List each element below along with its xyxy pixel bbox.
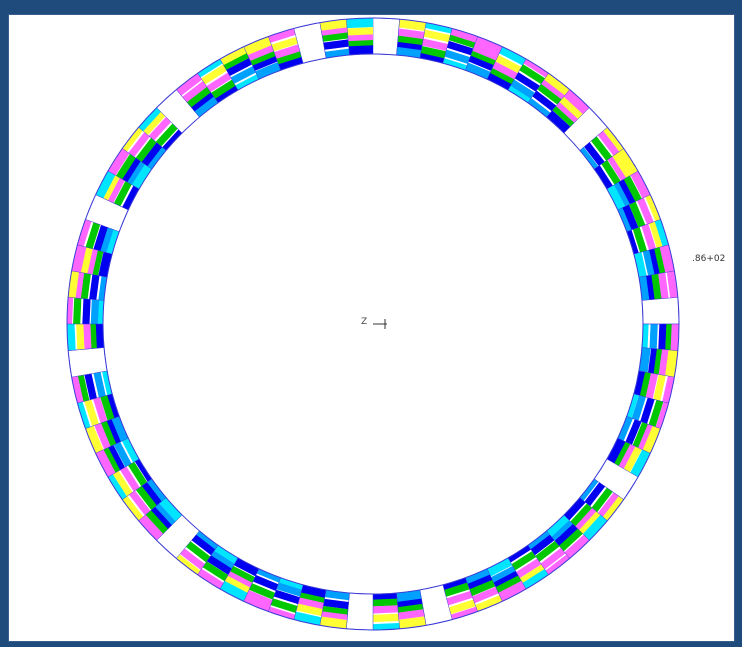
- ring-segment-blank: [372, 17, 400, 56]
- ring-segment: [77, 219, 120, 255]
- ring-segment: [579, 127, 624, 170]
- ring-segment: [487, 557, 527, 602]
- inner-ring-outline: [102, 53, 644, 595]
- ring-segment: [606, 170, 651, 210]
- ring-segment: [268, 28, 304, 71]
- ring-segment: [442, 28, 478, 71]
- outer-ring-outline: [66, 17, 680, 631]
- ring-segment: [95, 171, 140, 211]
- ring-segment: [396, 589, 427, 629]
- ring-segment: [71, 244, 113, 278]
- ring-segment: [486, 46, 526, 91]
- ring-segment: [396, 19, 427, 59]
- ring-segment: [122, 478, 167, 521]
- ring-segment: [626, 393, 669, 429]
- ring-segment: [546, 89, 590, 134]
- z-axis-label: Z: [361, 317, 367, 327]
- ring-segment: [67, 324, 105, 351]
- ring-segment: [176, 73, 219, 118]
- ring-segment: [197, 58, 238, 103]
- ring-segment: [638, 347, 678, 378]
- ring-segment: [77, 393, 120, 429]
- ring-segment: [197, 545, 239, 590]
- ring-segment: [638, 270, 678, 301]
- ring-segment-blank: [641, 297, 680, 325]
- ring-segment: [633, 244, 675, 278]
- ring-contour-plot: Z .86+02: [66, 17, 725, 631]
- ring-segment: [220, 557, 260, 602]
- ring-segment: [594, 148, 639, 189]
- ring-segment: [527, 73, 570, 118]
- plot-canvas: Z .86+02: [8, 14, 735, 642]
- ring-segment: [606, 437, 651, 477]
- origin-marker: Z: [361, 317, 387, 329]
- ring-segment: [319, 19, 350, 59]
- ring-segment: [633, 370, 675, 404]
- ring-segment: [85, 416, 129, 454]
- ring-segment: [319, 589, 350, 629]
- ring-segment: [508, 545, 549, 590]
- ring-segment: [617, 194, 661, 232]
- ring-segment-blank: [346, 592, 374, 631]
- ring-segment: [107, 148, 152, 190]
- ring-segment: [546, 514, 590, 559]
- ring-segment: [617, 416, 661, 454]
- ring-segment: [507, 58, 549, 103]
- ring-segment: [626, 219, 669, 255]
- ring-segment: [346, 18, 373, 56]
- ring-segment: [68, 270, 108, 301]
- ring-segment: [122, 127, 167, 170]
- ring-segment: [579, 478, 624, 521]
- ring-segment: [465, 568, 503, 612]
- ring-segment-blank: [67, 347, 108, 378]
- ring-segment: [641, 323, 679, 351]
- ring-segment: [268, 577, 304, 620]
- ring-segment: [563, 497, 608, 541]
- ring-segment: [71, 370, 113, 404]
- ring-segments: [67, 17, 680, 631]
- ring-segment: [442, 577, 478, 620]
- ring-segment: [138, 107, 183, 151]
- ring-segment: [67, 297, 105, 325]
- max-value-annotation: .86+02: [692, 254, 725, 264]
- ring-segment: [107, 459, 152, 500]
- ring-segment: [95, 438, 140, 478]
- ring-segment: [293, 584, 327, 626]
- ring-segment: [243, 36, 281, 80]
- ring-segment: [138, 497, 183, 541]
- ring-segment: [373, 592, 400, 630]
- ring-segment: [465, 36, 503, 80]
- ring-segment: [243, 568, 281, 612]
- ring-segment: [176, 530, 219, 575]
- ring-segment: [527, 530, 570, 575]
- ring-segment: [219, 46, 259, 91]
- ring-segment: [419, 22, 453, 64]
